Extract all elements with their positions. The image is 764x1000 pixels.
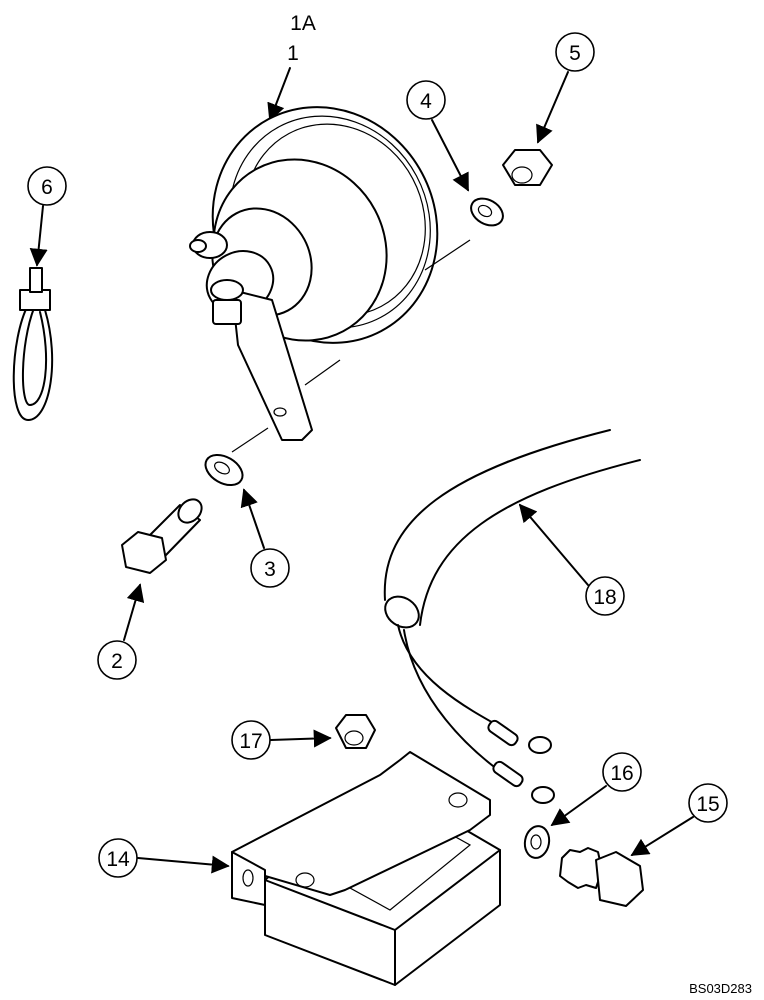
- callout-5-bubble: [555, 32, 595, 72]
- callout-17: 17: [239, 730, 262, 753]
- title-line-1: 1: [287, 42, 299, 65]
- leader-16: [550, 785, 607, 827]
- callout-14: 14: [106, 848, 130, 871]
- horn-assembly[interactable]: [172, 67, 479, 453]
- leader-15: [630, 816, 694, 856]
- horn-washer[interactable]: [200, 449, 248, 492]
- horn-bolt[interactable]: [121, 495, 206, 574]
- callout-4-bubble: [406, 80, 446, 120]
- callout-2-bubble: [97, 640, 137, 680]
- reference-code: BS03D283: [689, 981, 752, 996]
- leader-17: [270, 729, 332, 748]
- leader-6: [29, 205, 48, 267]
- callout-3: 3: [264, 558, 276, 581]
- leader-18: [518, 503, 589, 586]
- leader-14: [137, 855, 230, 874]
- callout-16: 16: [610, 762, 633, 785]
- callout-15: 15: [696, 793, 719, 816]
- callout-15-bubble: [688, 783, 728, 823]
- horn-nut[interactable]: [502, 149, 553, 186]
- relay-nut[interactable]: [335, 714, 376, 749]
- leader-4: [431, 119, 469, 192]
- callout-6: 6: [41, 176, 53, 199]
- title-line-1a: 1A: [290, 12, 316, 35]
- callout-18: 18: [593, 586, 616, 609]
- relay-bolt[interactable]: [559, 847, 644, 907]
- callout-18-bubble: [585, 576, 625, 616]
- leader-2: [123, 583, 145, 641]
- relay-box[interactable]: [231, 751, 501, 986]
- leader-1: [267, 67, 291, 122]
- lock-washer[interactable]: [466, 193, 507, 231]
- horn-wire[interactable]: [379, 429, 641, 804]
- callout-6-bubble: [27, 166, 67, 206]
- callout-16-bubble: [602, 752, 642, 792]
- callout-3-bubble: [250, 548, 290, 588]
- relay-washer[interactable]: [522, 824, 551, 860]
- callout-4: 4: [420, 90, 432, 113]
- leader-3: [240, 488, 265, 549]
- callout-5: 5: [569, 42, 581, 65]
- cable-tie[interactable]: [12, 267, 54, 421]
- leader-5: [536, 71, 569, 144]
- callout-2: 2: [111, 650, 123, 673]
